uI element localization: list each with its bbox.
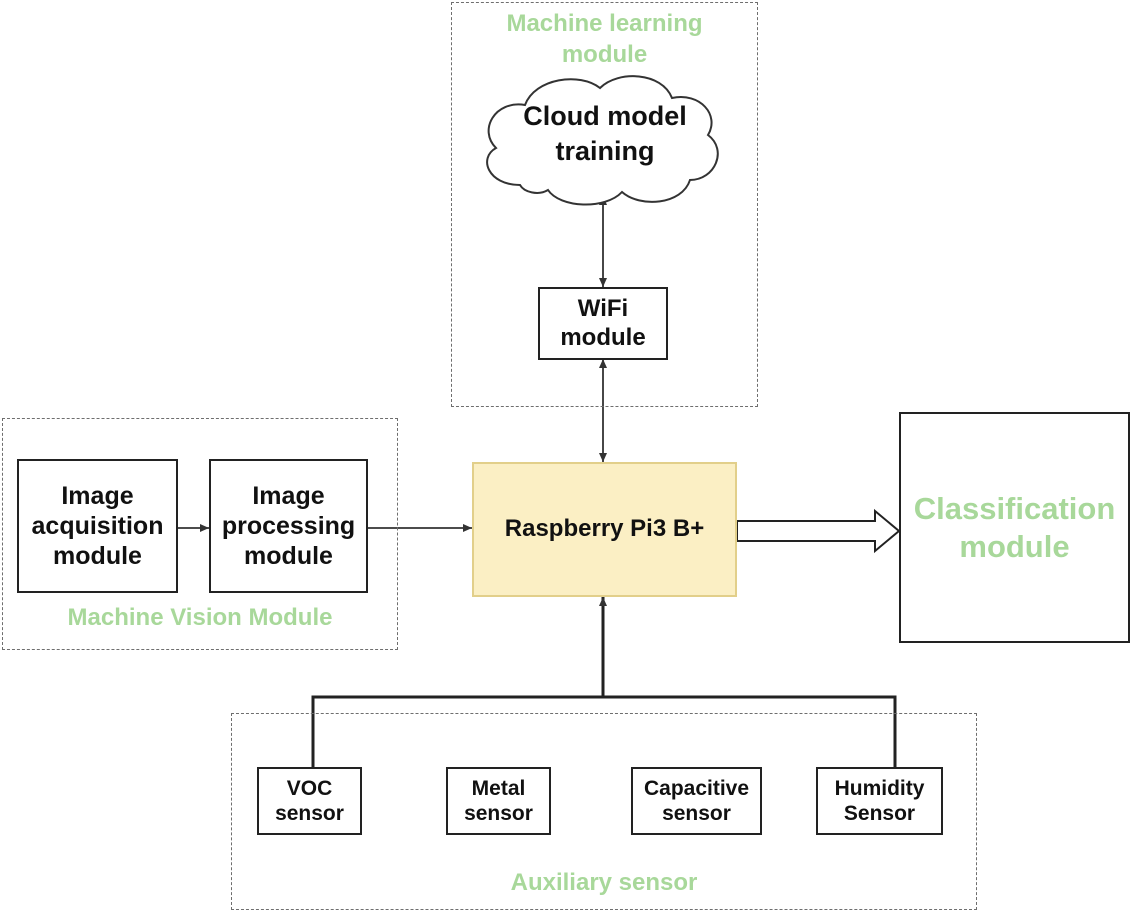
machine-vision-label: Machine Vision Module <box>67 604 333 631</box>
classification-module: Classification module <box>899 412 1130 643</box>
voc-sensor: VOC sensor <box>257 767 362 835</box>
machine-vision-group <box>2 418 398 650</box>
image-processing-module: Image processing module <box>209 459 368 593</box>
machine-learning-label: Machine learning module <box>506 10 703 69</box>
auxiliary-sensor-group <box>231 713 977 910</box>
cloud-shape <box>486 75 719 206</box>
image-acquisition-module: Image acquisition module <box>17 459 178 593</box>
cloud-model-training: Cloud model training <box>523 101 687 167</box>
output-hollow-arrow <box>736 508 901 554</box>
machine-learning-group <box>451 2 758 407</box>
raspberry-pi-processor: Raspberry Pi3 B+ <box>472 462 737 597</box>
capacitive-sensor: Capacitive sensor <box>631 767 762 835</box>
metal-sensor: Metal sensor <box>446 767 551 835</box>
auxiliary-sensor-label: Auxiliary sensor <box>510 869 698 896</box>
humidity-sensor: Humidity Sensor <box>816 767 943 835</box>
wifi-module: WiFi module <box>538 287 668 360</box>
